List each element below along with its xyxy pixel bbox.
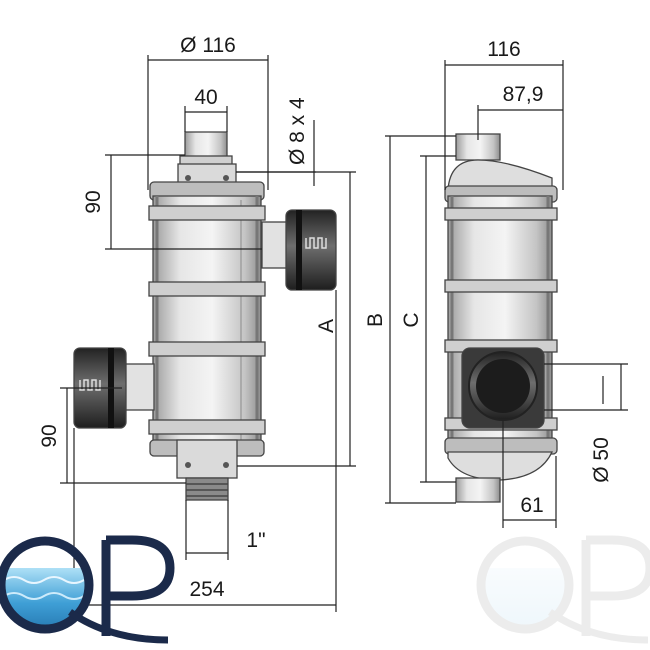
side-fitting-front [461, 347, 545, 429]
front-view: Ø 116 40 Ø 8 x 4 90 90 A 1" 25 [38, 34, 356, 612]
bottom-cap [176, 439, 238, 479]
qp-logo [0, 535, 175, 644]
housing-body [152, 195, 262, 447]
dim-depth-61: 61 [520, 494, 543, 517]
dim-length-254: 254 [189, 578, 224, 601]
dim-diameter-116: Ø 116 [180, 34, 236, 57]
dim-height-90-bottom: 90 [38, 424, 61, 447]
side-bottom-dome [447, 451, 554, 481]
upper-outlet-fitting [261, 209, 337, 291]
dim-screws: Ø 8 x 4 [286, 97, 309, 165]
dim-label-b: B [364, 313, 387, 327]
qp-logo-watermark [476, 535, 650, 644]
dim-label-c: C [400, 312, 423, 327]
dim-side-width-116: 116 [487, 38, 520, 61]
side-bottom-connector [455, 477, 501, 503]
dim-thread-1in: 1" [246, 529, 265, 552]
dim-width-40: 40 [194, 86, 217, 109]
dim-side-width-87-9: 87,9 [503, 83, 544, 106]
dim-height-90-top: 90 [82, 190, 105, 213]
side-view: 116 87,9 B C Ø 50 61 [364, 38, 628, 528]
dim-label-a: A [315, 319, 338, 333]
dim-diameter-50: Ø 50 [590, 437, 613, 483]
